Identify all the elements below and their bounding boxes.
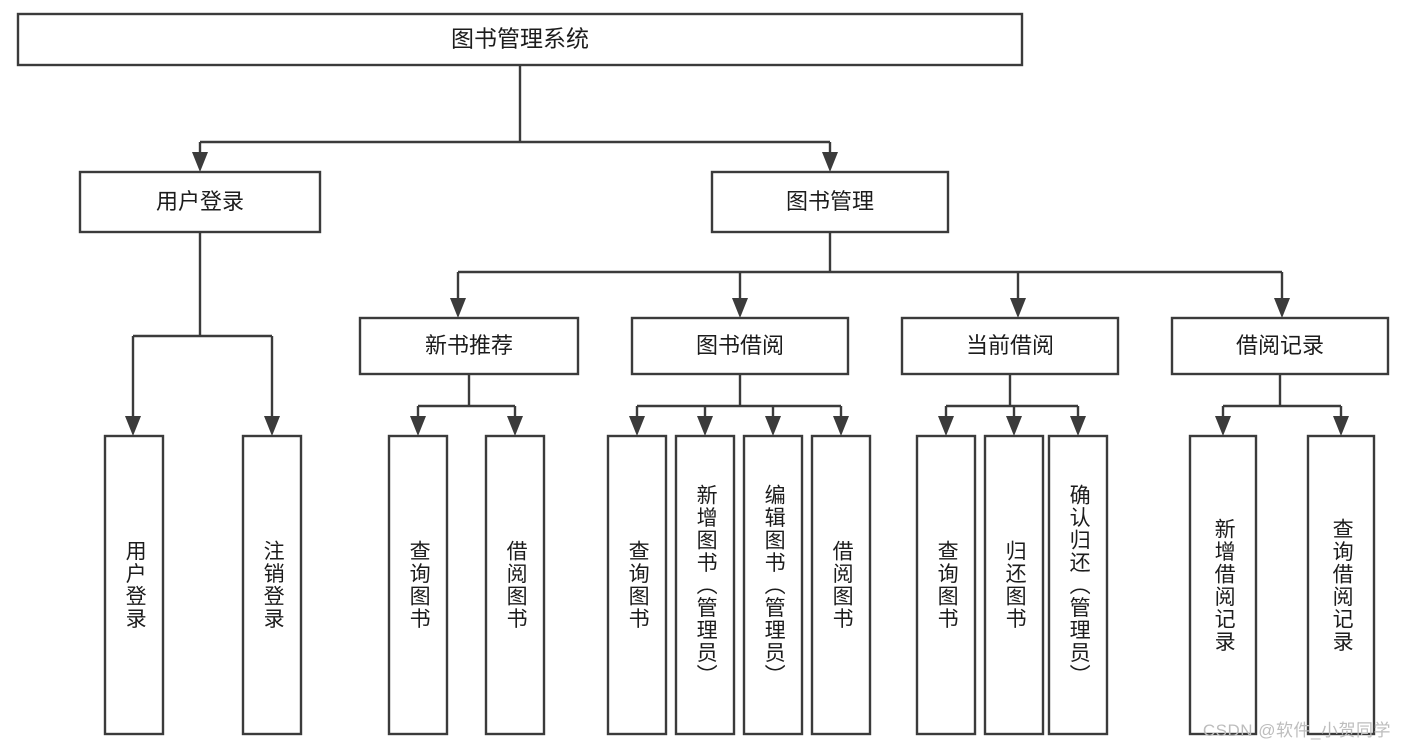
arrow-head-icon: [938, 416, 954, 436]
arrow-head-icon: [450, 298, 466, 318]
arrow-head-icon: [629, 416, 645, 436]
level2-node-3: [1170, 316, 1390, 376]
leaf-node-5: [674, 434, 736, 736]
arrow-head-icon: [264, 416, 280, 436]
leaf-node-1: [241, 434, 303, 736]
level2-node-2: [900, 316, 1120, 376]
arrow-head-icon: [697, 416, 713, 436]
level1-node-1-label: 图书管理: [786, 189, 874, 214]
arrow-head-icon: [765, 416, 781, 436]
leaf-node-10: [1047, 434, 1109, 736]
arrow-head-icon: [822, 152, 838, 172]
leaf-node-4: [606, 434, 668, 736]
arrow-head-icon: [1070, 416, 1086, 436]
level2-node-2-label: 当前借阅: [966, 333, 1054, 358]
watermark-text: CSDN @软件_小贺同学: [1202, 721, 1391, 740]
leaf-node-11: [1188, 434, 1258, 736]
level1-node-1: [710, 170, 950, 234]
level1-node-0-label: 用户登录: [156, 189, 244, 214]
leaf-node-8: [915, 434, 977, 736]
arrow-head-icon: [192, 152, 208, 172]
leaf-node-2: [387, 434, 449, 736]
leaf-node-7: [810, 434, 872, 736]
arrow-head-icon: [1215, 416, 1231, 436]
root-node-label: 图书管理系统: [451, 26, 589, 52]
level2-node-1: [630, 316, 850, 376]
leaf-node-3: [484, 434, 546, 736]
level2-node-3-label: 借阅记录: [1236, 333, 1324, 358]
arrow-head-icon: [410, 416, 426, 436]
root-node: [16, 12, 1024, 67]
arrow-head-icon: [732, 298, 748, 318]
arrow-head-icon: [1010, 298, 1026, 318]
arrow-head-icon: [1274, 298, 1290, 318]
arrow-head-icon: [1333, 416, 1349, 436]
level2-node-0-label: 新书推荐: [425, 333, 513, 358]
connector-edges: [125, 65, 1349, 436]
level2-node-0: [358, 316, 580, 376]
arrow-head-icon: [833, 416, 849, 436]
arrow-head-icon: [507, 416, 523, 436]
leaf-node-12: [1306, 434, 1376, 736]
level2-node-1-label: 图书借阅: [696, 333, 784, 358]
arrow-head-icon: [125, 416, 141, 436]
arrow-head-icon: [1006, 416, 1022, 436]
level1-node-0: [78, 170, 322, 234]
leaf-node-6: [742, 434, 804, 736]
node-boxes: [16, 12, 1390, 736]
leaf-node-0: [103, 434, 165, 736]
leaf-node-9: [983, 434, 1045, 736]
